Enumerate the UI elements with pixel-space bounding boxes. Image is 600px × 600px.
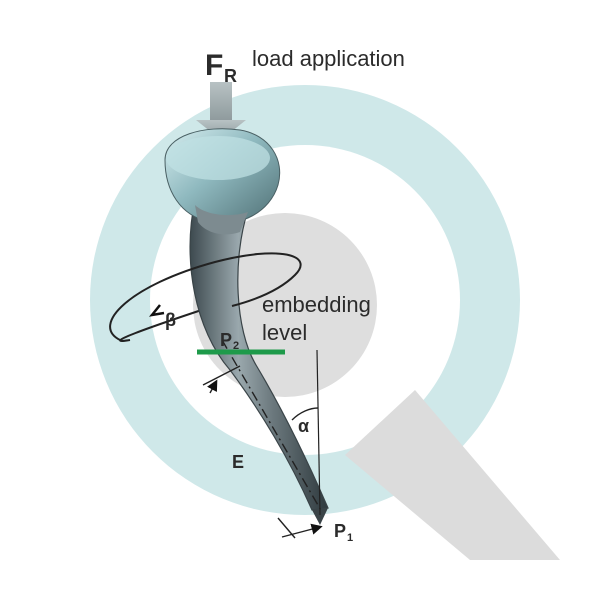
dimension-arrow-top-icon xyxy=(207,379,218,394)
label-e: E xyxy=(232,452,244,472)
load-subscript: R xyxy=(224,66,237,86)
rotation-ellipse-front xyxy=(109,252,302,341)
point-p1-label: P xyxy=(334,521,346,541)
watermark-tail xyxy=(345,390,560,560)
beta-arrowhead-icon xyxy=(148,304,165,317)
point-p1-subscript: 1 xyxy=(347,532,353,544)
stem-axis-line xyxy=(221,339,323,513)
embedding-label-line2: level xyxy=(262,320,307,345)
q-logo-watermark xyxy=(90,85,560,560)
alpha-arc xyxy=(291,407,319,421)
stem-tip xyxy=(312,508,328,525)
point-p2-label: P xyxy=(220,330,232,350)
beta-label: β xyxy=(165,310,176,330)
embedding-label-line1: embedding xyxy=(262,292,371,317)
alpha-label: α xyxy=(298,416,309,436)
load-symbol: F xyxy=(205,49,223,82)
vertical-reference-line xyxy=(316,349,321,516)
point-p2-subscript: 2 xyxy=(233,340,239,352)
femoral-head-icon xyxy=(164,128,281,235)
dimension-arrow-bottom-icon xyxy=(281,523,323,538)
load-application-label: load application xyxy=(252,46,405,71)
dimension-mark-bottom xyxy=(277,517,296,539)
